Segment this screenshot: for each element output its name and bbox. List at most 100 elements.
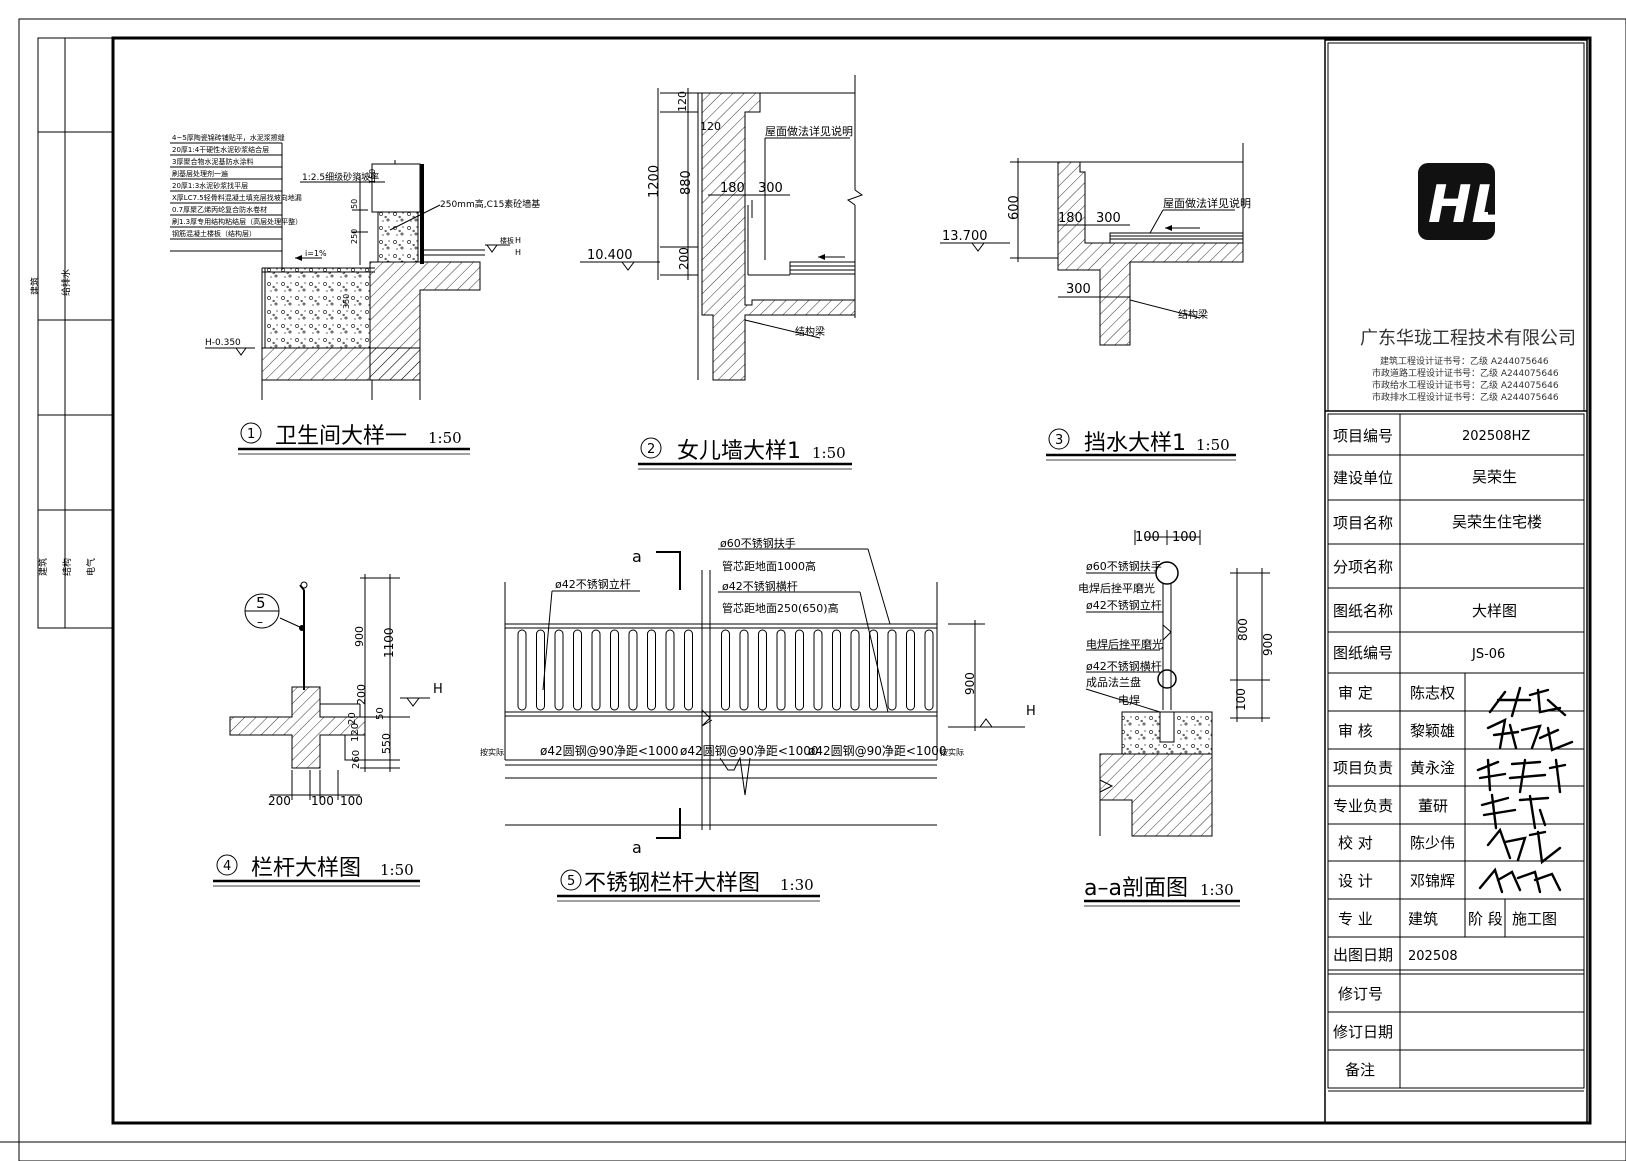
signature-1 <box>1488 686 1567 718</box>
cert-0: 建筑工程设计证书号：乙级 A244075646 <box>1380 355 1549 367</box>
d6-dim-4: 100 <box>1234 688 1248 711</box>
d5-title: 不锈钢栏杆大样图 <box>584 871 760 896</box>
name-2: 黄永淦 <box>1410 759 1455 777</box>
d2-dim-4: 200 <box>677 247 691 270</box>
baluster <box>924 629 934 711</box>
d6-note-4: ø42不锈钢横杆 <box>1086 659 1162 673</box>
d3-roof-note: 屋面做法详见说明 <box>1163 196 1251 210</box>
baluster <box>739 629 749 711</box>
rev-date-label: 修订日期 <box>1333 1023 1393 1041</box>
d1-layer-4: 20厚1:3水泥砂浆找平层 <box>172 181 248 190</box>
baluster <box>554 629 564 711</box>
name-3: 董研 <box>1418 797 1448 815</box>
title-block-grid <box>1324 39 1588 1124</box>
d2-beam-note: 结构梁 <box>795 325 825 338</box>
d1-layer-8: 钢筋混凝土楼板（结构层） <box>172 229 256 238</box>
d5-edge-left: 按实际 <box>480 747 504 757</box>
d4-dim-v-4: 20 <box>347 712 358 725</box>
strip-label-4: 结构 <box>61 558 73 576</box>
baluster <box>628 629 638 711</box>
company-logo: HL <box>1418 163 1505 240</box>
d1-layer-2: 3厚聚合物水泥基防水涂料 <box>172 157 253 166</box>
baluster <box>758 629 767 711</box>
d1-layer-1: 20厚1:4干硬性水泥砂浆结合层 <box>172 145 269 154</box>
d3-num: 3 <box>1055 433 1063 448</box>
remark-label: 备注 <box>1345 1061 1375 1079</box>
d2-dim-2: 1200 <box>647 165 662 198</box>
d1-level: H-0.350 <box>205 338 241 348</box>
d5-spacing-3: ø42圆钢@90净距<1000 <box>808 744 946 758</box>
date-value: 202508 <box>1408 949 1458 964</box>
signature-4 <box>1480 793 1550 830</box>
row-value-1: 吴荣生 <box>1472 468 1517 486</box>
detail-1-bathroom: 4~5厚陶瓷锦砖铺贴平，水泥浆擦缝 20厚1:4干硬性水泥砂浆结合层 3厚聚合物… <box>170 133 540 455</box>
d4-dim-v-5: 120 <box>350 723 361 742</box>
d2-title: 女儿墙大样1 <box>677 439 801 464</box>
d5-spacing-1: ø42圆钢@90净距<1000 <box>540 744 678 758</box>
baluster <box>795 629 804 711</box>
row-label-5: 图纸编号 <box>1333 644 1393 662</box>
d3-dim-3: 300 <box>1066 282 1091 297</box>
rev-no-label: 修订号 <box>1338 985 1383 1003</box>
baluster <box>591 629 601 711</box>
d3-beam-note: 结构梁 <box>1178 308 1208 321</box>
d1-dim-2: 50 <box>350 199 359 209</box>
signature-2 <box>1486 717 1574 752</box>
baluster <box>832 629 841 711</box>
role-5: 设 计 <box>1338 872 1373 890</box>
d1-layer-7: 刷1.3厚专用结构粘结层（高层处理平整） <box>172 217 302 226</box>
role-3: 专业负责 <box>1333 797 1393 815</box>
row-value-2: 吴荣生住宅楼 <box>1452 513 1542 531</box>
row-label-2: 项目名称 <box>1333 514 1393 532</box>
date-label: 出图日期 <box>1333 946 1393 964</box>
d3-dim-2: 300 <box>1096 211 1121 226</box>
strip-label-5: 电气 <box>85 558 97 576</box>
row-label-1: 建设单位 <box>1333 469 1393 487</box>
row-label-4: 图纸名称 <box>1333 602 1393 620</box>
d1-scale: 1:50 <box>428 429 462 447</box>
name-4: 陈少伟 <box>1410 834 1455 852</box>
d6-note-0: ø60不锈钢扶手 <box>1086 559 1162 573</box>
d5-note-3: 管芯距地面250(650)高 <box>722 601 839 615</box>
d2-dim-5: 180 <box>720 181 745 196</box>
d5-scale: 1:30 <box>780 876 814 894</box>
d5-dim: 900 <box>963 672 977 695</box>
d1-dim-4: 350 <box>342 294 351 309</box>
d1-layer-5: X厚LC7.5轻骨料混凝土填充层找坡向地漏 <box>172 193 302 202</box>
row-value-0: 202508HZ <box>1462 429 1530 444</box>
baluster <box>906 629 915 711</box>
d1-base-note: 250mm高,C15素砼墙基 <box>440 198 540 210</box>
d4-ref-sub: – <box>257 615 263 629</box>
baluster <box>665 629 675 711</box>
d6-note-2: ø42不锈钢立杆 <box>1086 598 1162 612</box>
baluster <box>684 629 693 711</box>
d2-roof-note: 屋面做法详见说明 <box>765 124 853 138</box>
d4-scale: 1:50 <box>380 861 414 879</box>
signature-5 <box>1486 827 1562 865</box>
d1-layer-3: 刷基层处理剂一遍 <box>172 169 228 178</box>
name-5: 邓锦辉 <box>1410 872 1455 890</box>
d4-dim-v-2: 200 <box>355 684 368 705</box>
name-1: 黎颖雄 <box>1410 722 1455 740</box>
row-value-4: 大样图 <box>1472 602 1517 620</box>
d5-section-top: a <box>632 547 642 566</box>
baluster <box>721 629 730 711</box>
signatures <box>1476 686 1574 894</box>
d4-dim-h-1: 100 <box>311 794 334 808</box>
d6-dim-0: 100 <box>1135 530 1160 545</box>
d6-dim-1: 100 <box>1172 530 1197 545</box>
d4-level: H <box>433 682 443 697</box>
d6-dim-2: 800 <box>1236 618 1250 641</box>
d1-dim-3: 150 <box>368 169 377 184</box>
d1-layer-0: 4~5厚陶瓷锦砖铺贴平，水泥浆擦缝 <box>172 133 285 142</box>
signature-3 <box>1476 758 1567 794</box>
strip-label-3: 建筑 <box>37 558 49 576</box>
d1-layer-notes: 4~5厚陶瓷锦砖铺贴平，水泥浆擦缝 20厚1:4干硬性水泥砂浆结合层 3厚聚合物… <box>170 133 302 270</box>
d4-dim-v-7: 260 <box>351 750 362 769</box>
d1-h-label-1: H <box>515 236 521 245</box>
discipline-value: 建筑 <box>1408 910 1438 928</box>
detail-3-water-stop: 屋面做法详见说明 结构梁 600 180 300 300 13.700 3 挡水… <box>940 143 1251 461</box>
strip-label-1: 建筑 <box>29 277 41 295</box>
d6-note-1: 电焊后挫平磨光 <box>1078 581 1155 595</box>
d2-dim-0: 120 <box>676 91 689 112</box>
